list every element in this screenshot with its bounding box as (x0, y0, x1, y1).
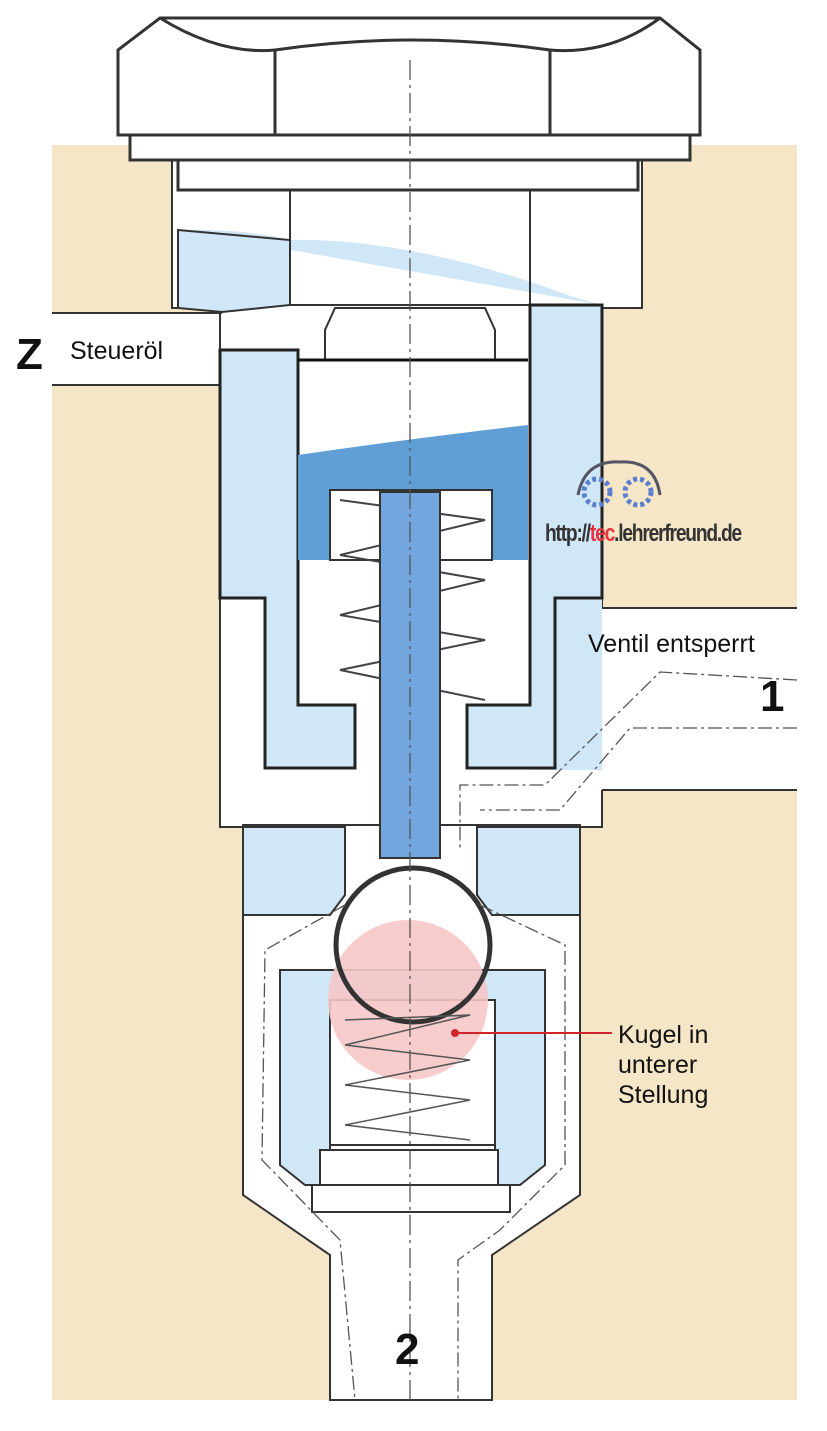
port-1-label: 1 (760, 672, 785, 721)
flow-paths (261, 60, 798, 1401)
logo-prefix: http:// (545, 520, 591, 547)
ball-note: Kugel in unterer Stellung (618, 1020, 708, 1110)
ball-note-line-2: unterer (618, 1051, 698, 1079)
owl-logo (576, 460, 662, 508)
cap-nut (116, 16, 702, 192)
ball-seat-outline (333, 865, 493, 1025)
ball-spring (344, 1014, 471, 1141)
valve-seat (242, 826, 581, 916)
top-oil-left (177, 228, 291, 314)
logo-suffix: .lehrerfreund.de (614, 520, 742, 547)
ball-note-line-3: Stellung (618, 1081, 709, 1109)
piston-sleeve (218, 303, 604, 770)
ball-note-line-1: Kugel in (618, 1021, 709, 1049)
logo-highlight: tec (589, 520, 615, 547)
state-label: Ventil entsperrt (588, 630, 755, 658)
port-z-label: Steueröl (70, 337, 164, 365)
logo-url: http://tec.lehrerfreund.de (545, 520, 742, 548)
port-2-label: 2 (395, 1325, 420, 1374)
top-oil-chamber (178, 229, 602, 770)
port-z-letter: Z (16, 330, 43, 379)
